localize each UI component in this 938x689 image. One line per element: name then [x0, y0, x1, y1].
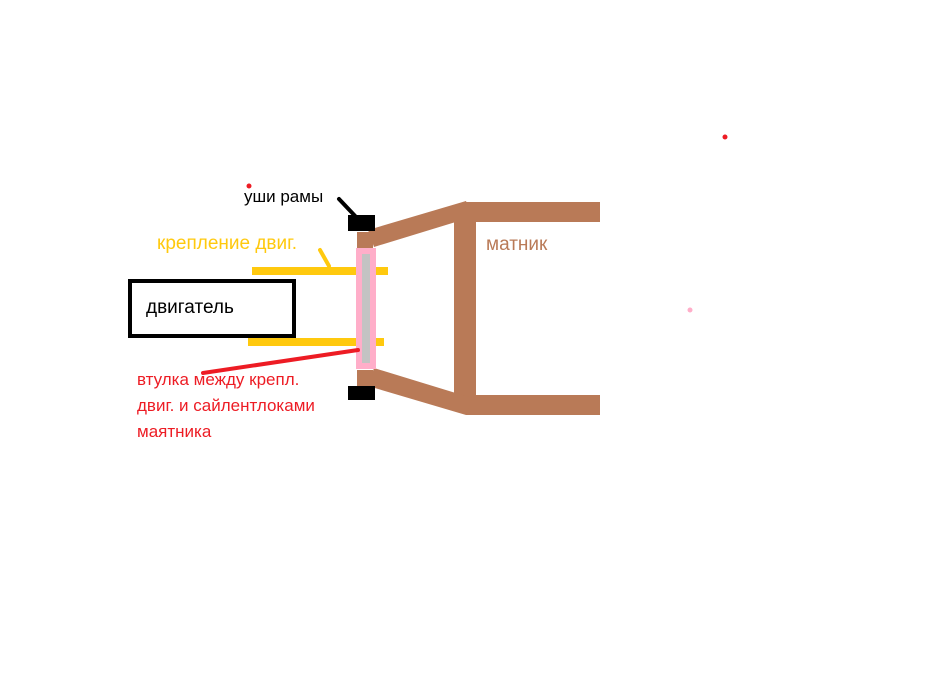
bushing	[356, 248, 376, 369]
bushing-label-line-3: маятника	[137, 422, 212, 441]
engine-mount-upper-bar	[252, 267, 388, 275]
stray-dot-pink	[687, 307, 693, 313]
bushing-label-line-1: втулка между крепл.	[137, 370, 300, 389]
pendulum-label: матник	[486, 234, 548, 255]
pendulum-upper-link	[357, 232, 373, 248]
engine-mount	[248, 248, 388, 346]
pendulum-lower-arm	[368, 368, 472, 415]
frame-ears-label: уши рамы	[244, 187, 324, 206]
pendulum-arm	[357, 201, 600, 415]
engine-mount-label: крепление двиг.	[157, 233, 298, 254]
frame-ear-lower	[348, 386, 375, 400]
stray-dot-red-left	[246, 183, 252, 189]
stray-dot-red-right	[722, 134, 728, 140]
engine-mount-leader-line	[318, 248, 331, 268]
engine-box: двигатель	[128, 279, 296, 338]
bushing-label: втулка между крепл. двиг. и сайлентлокам…	[137, 367, 315, 445]
bushing-label-line-2: двиг. и сайлентлоками	[137, 396, 315, 415]
pendulum-vertical-bar	[454, 210, 476, 410]
engine-mount-lower-bar	[248, 338, 384, 346]
bushing-leader-line	[201, 348, 360, 375]
pendulum-lower-link	[357, 370, 373, 386]
engine-label: двигатель	[146, 297, 234, 318]
pendulum-upper-arm	[368, 201, 472, 247]
bushing-inner	[362, 254, 370, 363]
pendulum-top-bar	[466, 202, 600, 222]
pendulum-bottom-bar	[466, 395, 600, 415]
frame-ears-leader-line	[337, 197, 359, 220]
frame-ear-upper	[348, 215, 375, 231]
frame-ears	[337, 197, 375, 400]
